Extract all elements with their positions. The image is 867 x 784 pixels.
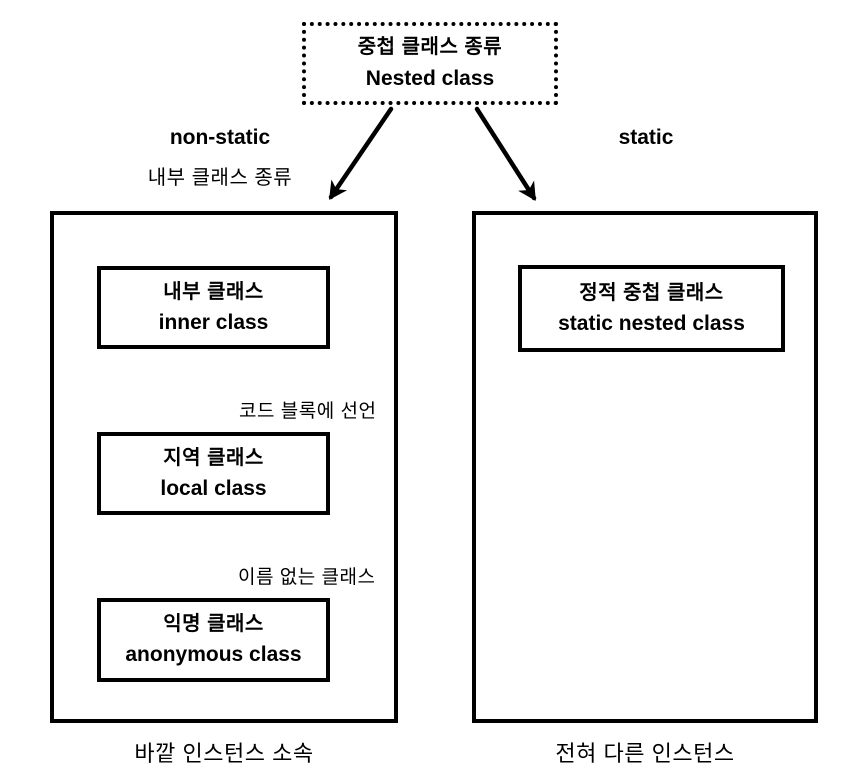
node-inner-class: 내부 클래스 inner class <box>97 266 330 349</box>
branch-label-static: static <box>618 126 674 149</box>
node-inner-class-korean: 내부 클래스 <box>163 280 264 303</box>
node-inner-class-english: inner class <box>158 310 269 334</box>
node-static-nested-class-english: static nested class <box>558 311 745 335</box>
root-node-nested-class: 중첩 클래스 종류 Nested class <box>302 22 558 105</box>
node-anonymous-class-korean: 익명 클래스 <box>163 613 264 636</box>
non-static-label: non-static <box>169 126 271 149</box>
node-static-nested-class: 정적 중첩 클래스 static nested class <box>518 265 785 352</box>
inner-class-kind-label: 내부 클래스 종류 <box>147 167 293 189</box>
caption-totally-different-instance: 전혀 다른 인스턴스 <box>555 741 735 766</box>
node-local-class-korean: 지역 클래스 <box>163 446 264 469</box>
node-local-class: 지역 클래스 local class <box>97 432 330 515</box>
node-anonymous-class-english: anonymous class <box>125 643 302 667</box>
node-local-class-english: local class <box>160 476 267 500</box>
node-static-nested-class-korean: 정적 중첩 클래스 <box>579 281 724 304</box>
edge-label-declared-in-code-block: 코드 블록에 선언 <box>239 401 377 422</box>
branch-label-non-static: non-static 내부 클래스 종류 <box>100 126 340 190</box>
root-title-english: Nested class <box>365 66 495 90</box>
edge-label-nameless-class: 이름 없는 클래스 <box>238 567 376 588</box>
caption-outer-instance-membership: 바깥 인스턴스 소속 <box>134 741 314 766</box>
root-title-korean: 중첩 클래스 종류 <box>357 35 503 58</box>
arrow-root-to-static <box>474 106 537 201</box>
arrow-root-to-nonstatic <box>328 106 394 200</box>
node-anonymous-class: 익명 클래스 anonymous class <box>97 598 330 682</box>
